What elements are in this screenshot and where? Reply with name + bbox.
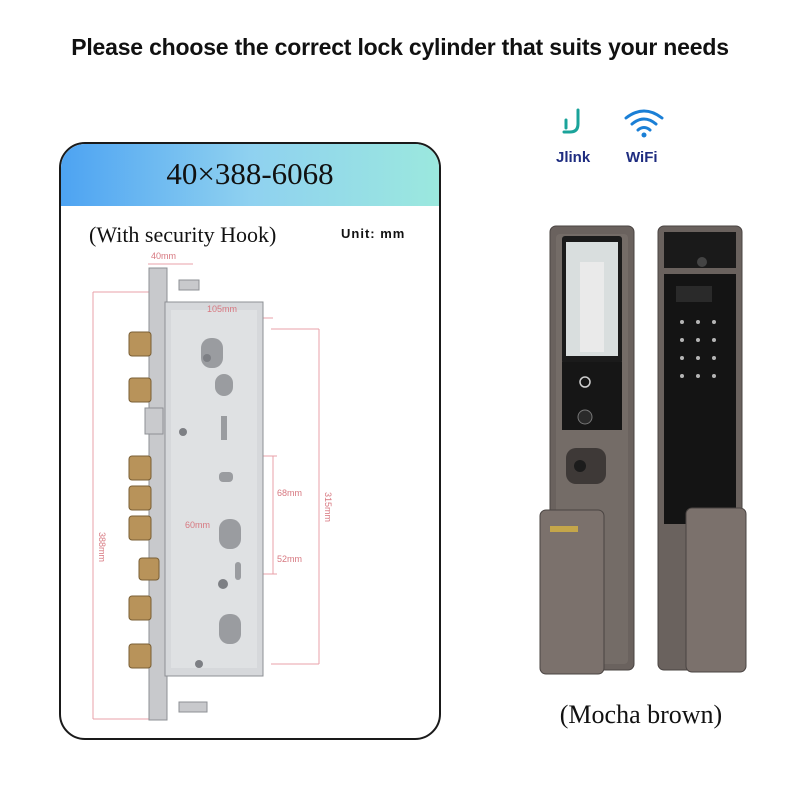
card-header-band — [61, 144, 439, 206]
unit-label: Unit: mm — [341, 226, 406, 241]
wifi-label: WiFi — [626, 149, 658, 166]
page-headline: Please choose the correct lock cylinder … — [71, 34, 729, 60]
color-caption: (Mocha brown) — [559, 700, 723, 729]
model-number: 40×388-6068 — [166, 156, 334, 191]
connectivity-icons: Jlink WiFi — [552, 106, 672, 166]
wifi-dot — [641, 132, 647, 138]
dim-52: 52mm — [277, 554, 302, 564]
wifi-icon — [624, 109, 664, 132]
smart-lock-image — [539, 225, 747, 675]
security-hook-label: (With security Hook) — [89, 222, 277, 247]
dim-width-mid: 105mm — [207, 304, 237, 314]
dim-height-mid: 315mm — [323, 492, 333, 522]
lock-cylinder-card: 40×388-6068 (With security Hook) Unit: m… — [59, 142, 441, 740]
lock-body-diagram: 40mm 105mm 68mm 60mm 52mm 388mm 315mm — [92, 251, 333, 721]
jlink-label: Jlink — [556, 149, 591, 166]
dim-width-top: 40mm — [151, 251, 176, 261]
jlink-icon — [562, 108, 580, 134]
dim-height-total: 388mm — [97, 532, 107, 562]
dim-60: 60mm — [185, 520, 210, 530]
dim-68: 68mm — [277, 488, 302, 498]
